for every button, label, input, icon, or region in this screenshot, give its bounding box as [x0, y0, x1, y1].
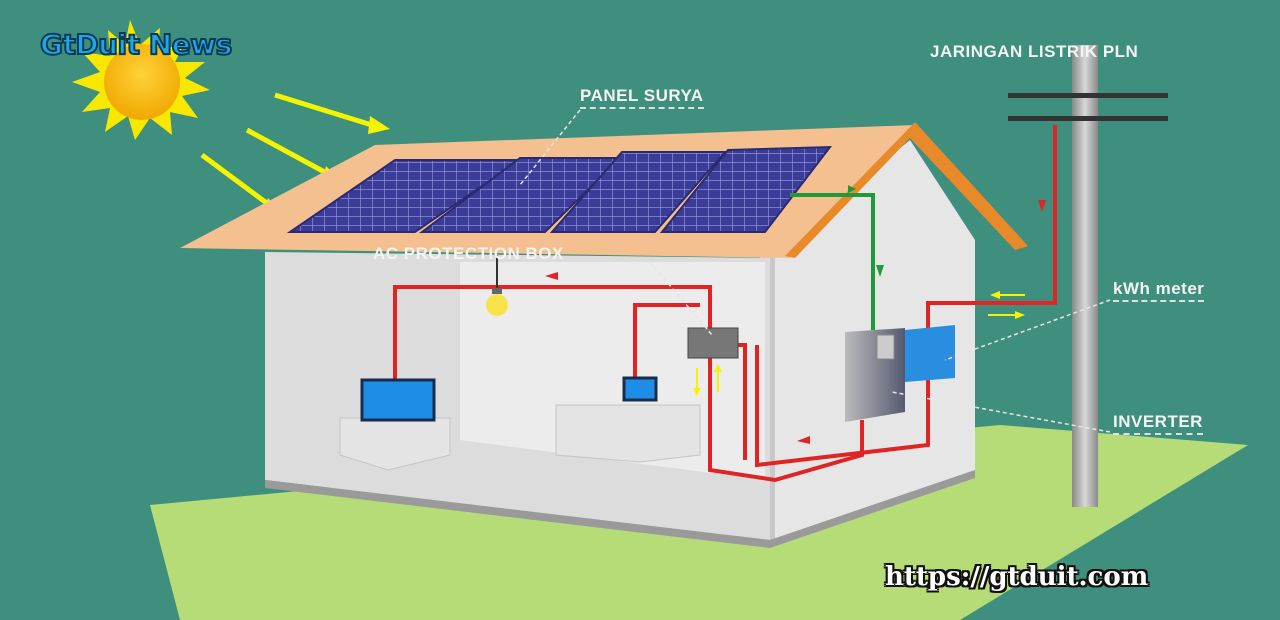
light-bulb-icon — [486, 255, 508, 316]
website-url: https://gtduit.com — [885, 562, 1149, 592]
inverter — [845, 328, 905, 422]
label-panel-surya: PANEL SURYA — [580, 86, 704, 109]
sun-icon — [72, 20, 210, 140]
utility-pole — [1072, 45, 1098, 507]
brand-logo: GtDuit News — [39, 27, 233, 62]
label-ac-protection-box: AC PROTECTION BOX — [373, 244, 564, 263]
computer-desk-left — [339, 378, 451, 471]
computer-desk-right — [555, 376, 701, 463]
dc-wire — [790, 193, 875, 330]
label-kwh-meter: kWh meter — [1113, 279, 1205, 302]
label-jaringan-pln: JARINGAN LISTRIK PLN — [930, 42, 1139, 61]
solar-panels — [286, 145, 833, 233]
kwh-meter — [905, 325, 955, 382]
ac-protection-box — [687, 327, 739, 359]
label-inverter: INVERTER — [1113, 412, 1203, 435]
